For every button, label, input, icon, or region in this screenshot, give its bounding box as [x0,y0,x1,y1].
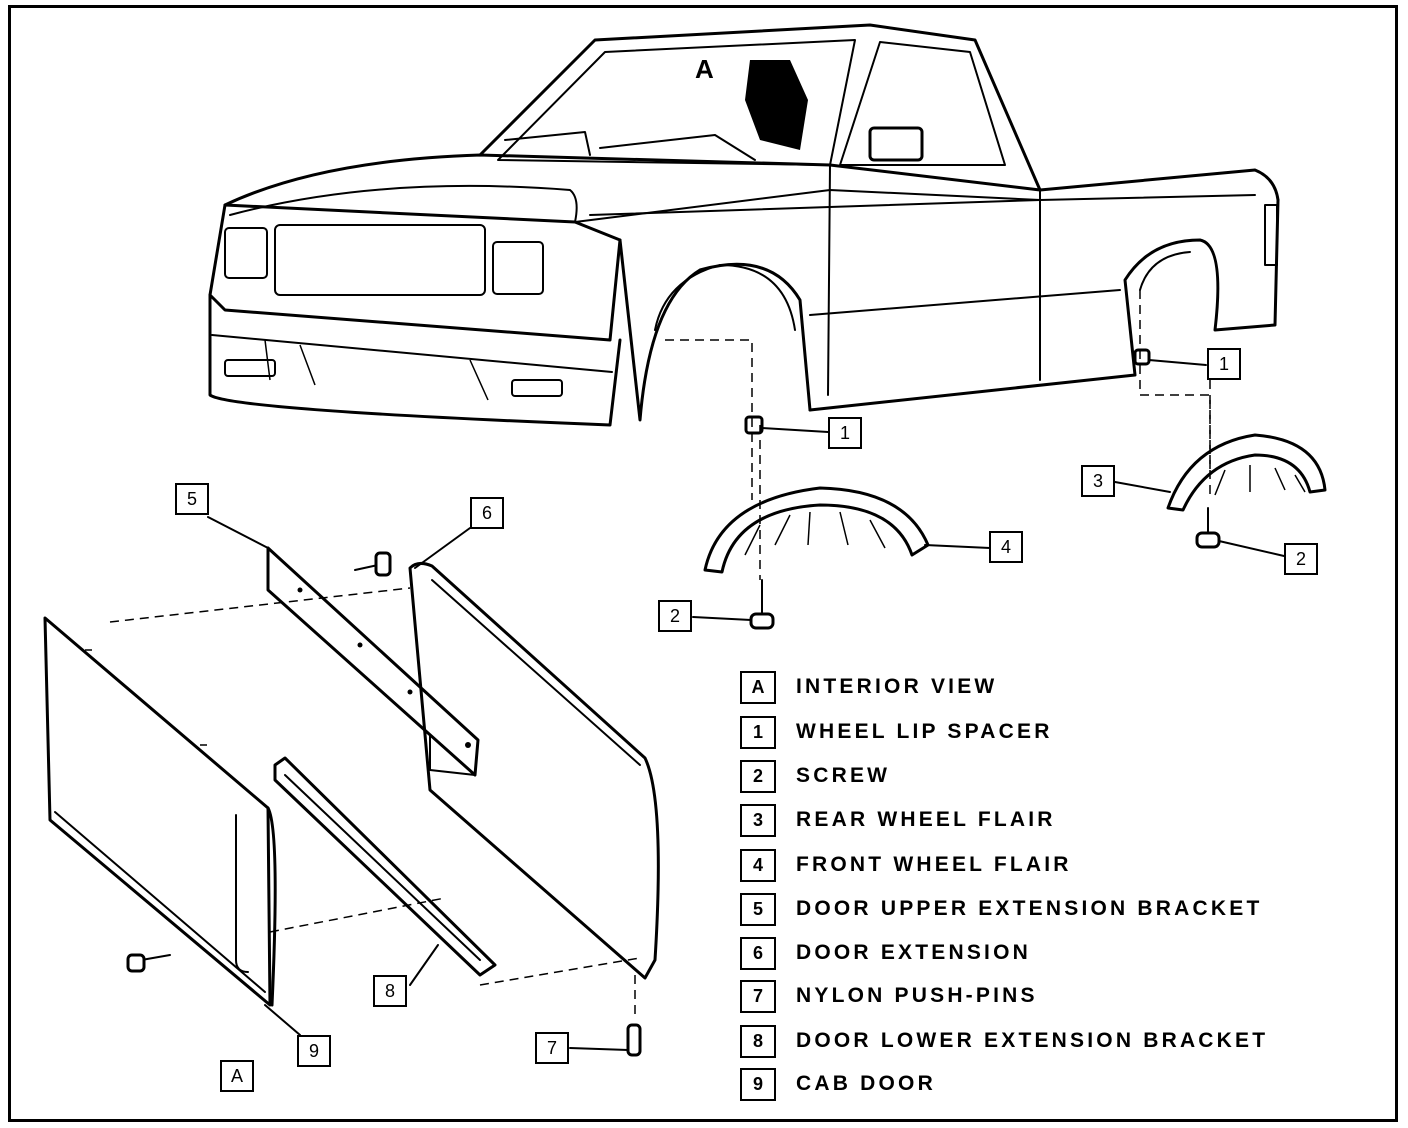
front-screw [692,579,775,630]
legend-key: 8 [740,1025,776,1058]
legend-key: 7 [740,980,776,1013]
callout-front-flair: 4 [989,531,1023,563]
door-extension-part [408,527,660,980]
upper-extension-bracket-part [207,516,480,777]
legend-key: 2 [740,760,776,793]
callout-cab-door: 9 [297,1035,331,1067]
legend-key: 9 [740,1068,776,1101]
legend-key: A [740,671,776,704]
callout-push-pin: 7 [535,1032,569,1064]
legend-key: 3 [740,804,776,837]
legend-key: 6 [740,937,776,970]
callout-lower-bracket: 8 [373,975,407,1007]
front-wheel-flair [703,486,991,574]
legend-label: DOOR LOWER EXTENSION BRACKET [796,1029,1269,1052]
legend-label: INTERIOR VIEW [796,675,998,698]
nylon-push-pin [569,1023,642,1057]
diagram-frame [8,5,1398,1122]
lower-extension-bracket-part [273,756,497,986]
callout-rear-flair: 3 [1081,465,1115,497]
callout-upper-bracket: 5 [175,483,209,515]
callout-front-screw: 2 [658,600,692,632]
callout-rear-spacer: 1 [1207,348,1241,380]
legend-label: REAR WHEEL FLAIR [796,808,1056,831]
legend-key: 1 [740,716,776,749]
legend-label: FRONT WHEEL FLAIR [796,853,1072,876]
left-push-pin [126,953,171,973]
legend-key: 4 [740,849,776,882]
legend-label: DOOR EXTENSION [796,941,1031,964]
front-wheel-lip-spacer [744,415,829,435]
rear-wheel-lip-spacer [1133,348,1207,366]
legend-label: NYLON PUSH-PINS [796,984,1038,1007]
legend-label: CAB DOOR [796,1072,936,1095]
rear-wheel-flair [1114,433,1327,512]
callout-rear-screw: 2 [1284,543,1318,575]
truck-body [208,23,1280,427]
interior-view-marker: A [695,54,714,84]
upper-push-pin [354,551,392,577]
callout-door-extension: 6 [470,497,504,529]
callout-front-spacer: 1 [828,417,862,449]
rear-screw [1195,507,1285,557]
callout-view-a: A [220,1060,254,1092]
legend-label: DOOR UPPER EXTENSION BRACKET [796,897,1263,920]
cab-door-part [43,616,277,1007]
legend-key: 5 [740,893,776,926]
legend-label: WHEEL LIP SPACER [796,720,1053,743]
legend-label: SCREW [796,764,891,787]
